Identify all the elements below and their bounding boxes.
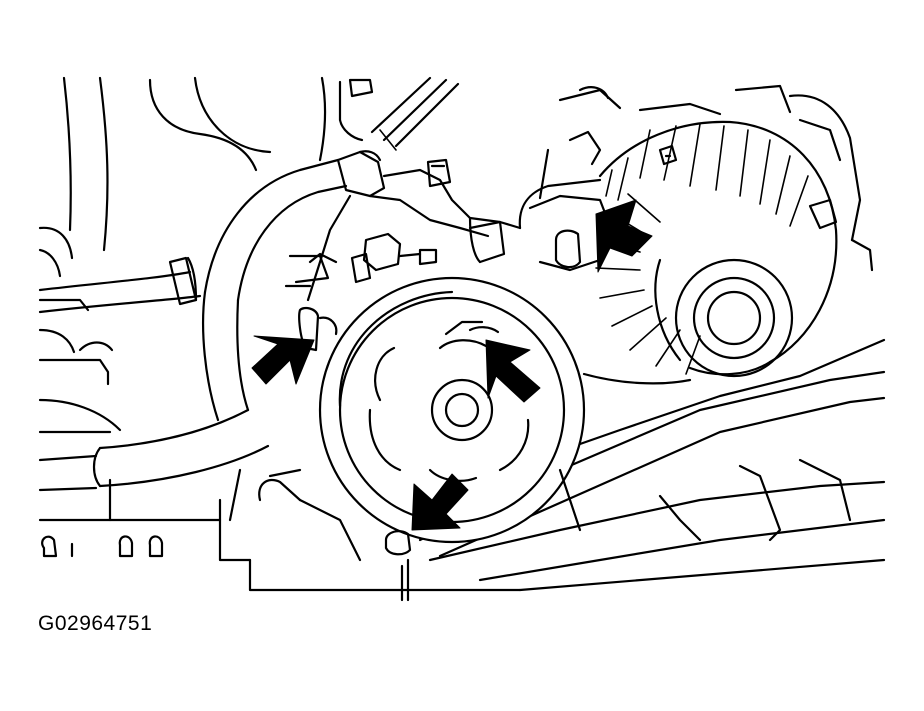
engine-lower-lines [108,458,886,592]
engine-background-lines [38,76,460,562]
alternator-bolt-arrow [595,199,653,273]
figure-code: G02964751 [38,612,153,635]
pulley-bolt-arrow [485,339,541,403]
pump-body [284,150,522,352]
bracket-bolt-arrow [251,335,315,385]
alternator [518,84,874,378]
pump-pulley [318,276,586,602]
callout-arrows [251,199,653,531]
lower-bolt-arrow [411,473,469,531]
